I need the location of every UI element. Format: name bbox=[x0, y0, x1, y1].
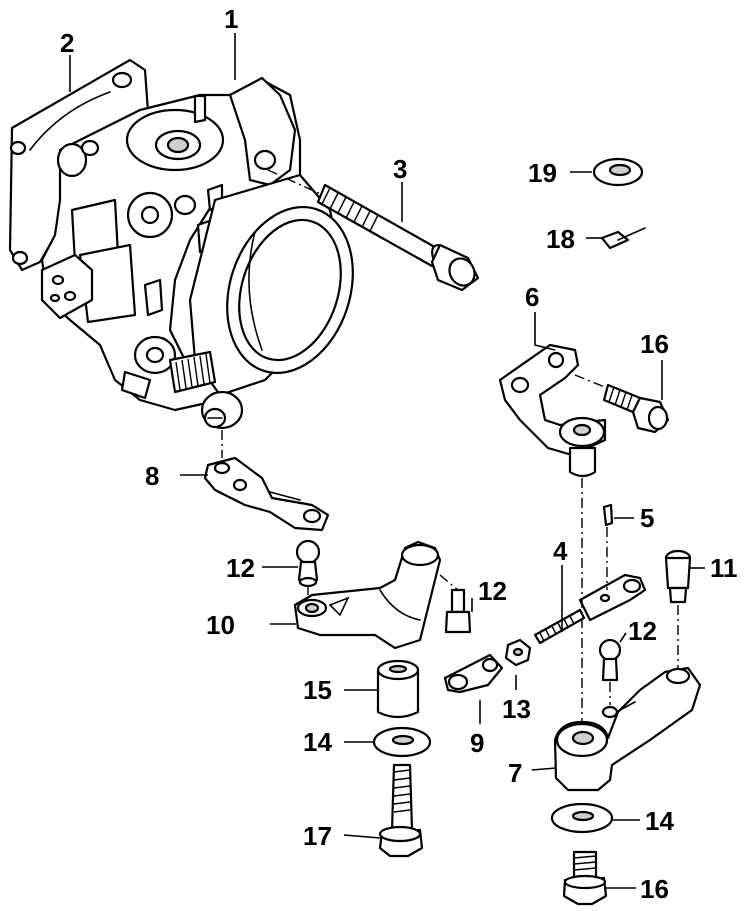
callout-8: 8 bbox=[145, 461, 159, 491]
washer-part-14-right bbox=[550, 802, 614, 834]
cotter-pin-part bbox=[600, 227, 646, 250]
long-bolt-part bbox=[267, 169, 480, 292]
callout-13: 13 bbox=[502, 694, 531, 724]
callout-18: 18 bbox=[546, 224, 575, 254]
pin-part bbox=[602, 503, 614, 527]
callout-4: 4 bbox=[553, 536, 568, 566]
ball-joint-part-12-right bbox=[598, 638, 622, 705]
callout-3: 3 bbox=[393, 154, 407, 184]
callout-10: 10 bbox=[206, 610, 235, 640]
callout-12-middle: 12 bbox=[478, 576, 507, 606]
leader-lines bbox=[69, 33, 705, 889]
threaded-rod-part bbox=[533, 527, 647, 645]
callout-14-left: 14 bbox=[303, 727, 332, 757]
washer-part-14-left bbox=[372, 726, 432, 758]
lever-part-7 bbox=[553, 478, 702, 792]
callout-11: 11 bbox=[710, 553, 738, 583]
callout-7: 7 bbox=[508, 758, 522, 788]
link-rod-part-8 bbox=[203, 430, 330, 532]
lever-part-10 bbox=[293, 540, 442, 650]
throttle-body-part bbox=[40, 76, 354, 430]
callout-12-left: 12 bbox=[226, 553, 255, 583]
bracket-part bbox=[498, 343, 607, 478]
callout-12-right: 12 bbox=[628, 616, 657, 646]
spacer-part bbox=[376, 659, 420, 719]
callout-16-lower: 16 bbox=[640, 874, 669, 904]
callout-labels: 1 2 3 19 18 6 16 8 5 4 12 11 12 10 12 15… bbox=[60, 4, 738, 904]
callout-14-right: 14 bbox=[645, 806, 674, 836]
bolt-part-16-lower bbox=[562, 850, 608, 906]
callout-1: 1 bbox=[224, 4, 238, 34]
callout-6: 6 bbox=[525, 282, 539, 312]
washer-part-19 bbox=[592, 157, 644, 187]
callout-5: 5 bbox=[640, 503, 654, 533]
callout-9: 9 bbox=[470, 728, 484, 758]
bolt-part-16-upper bbox=[574, 374, 670, 434]
ball-joint-part-12-middle bbox=[439, 574, 472, 634]
rod-end-part bbox=[443, 653, 504, 694]
nut-part bbox=[504, 638, 532, 667]
pivot-stud-part bbox=[664, 549, 692, 668]
callout-2: 2 bbox=[60, 28, 74, 58]
callout-19: 19 bbox=[528, 158, 557, 188]
callout-17: 17 bbox=[303, 821, 332, 851]
bolt-part-17 bbox=[378, 763, 424, 858]
callout-16-upper: 16 bbox=[640, 329, 669, 359]
ball-joint-part-12-left bbox=[295, 539, 321, 588]
callout-15: 15 bbox=[303, 675, 332, 705]
